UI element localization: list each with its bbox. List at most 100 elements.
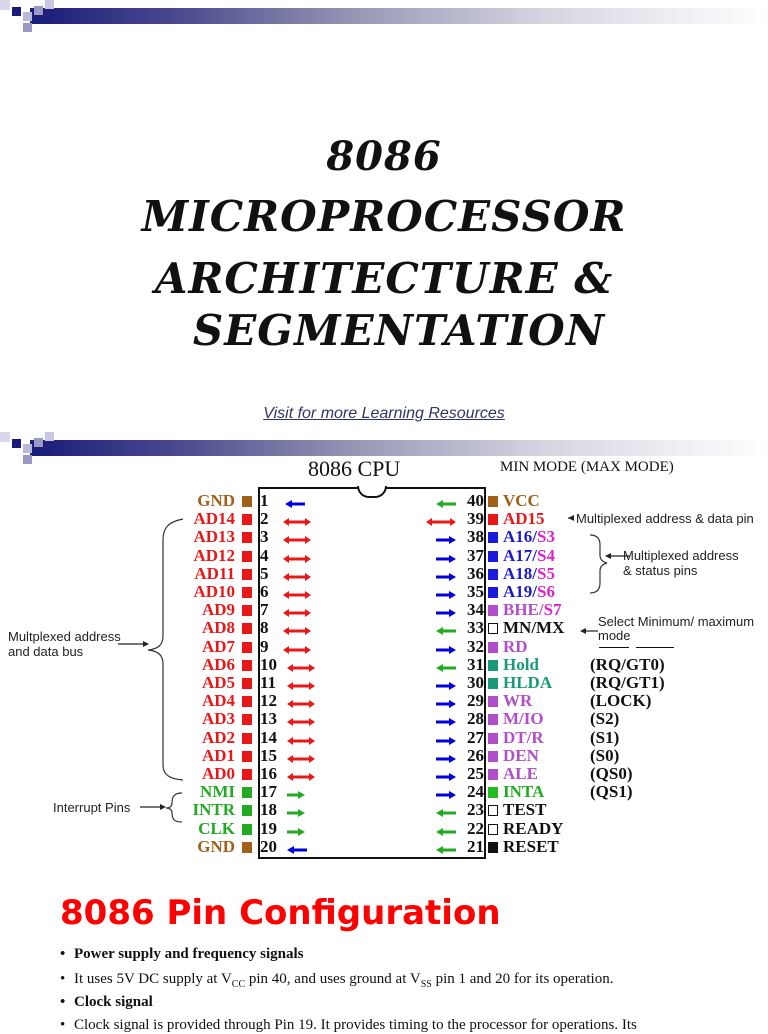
bidirectional-arrow-icon [287, 733, 315, 745]
decor-square [23, 23, 32, 32]
pin-number: 27 [467, 727, 484, 747]
max-mode-alt-name: (S2) [590, 709, 620, 729]
mode-label: MIN MODE (MAX MODE) [500, 459, 674, 475]
pin-number: 5 [260, 563, 269, 583]
pin-number: 22 [467, 818, 484, 838]
overline-rq [599, 647, 629, 648]
pin-number: 16 [260, 764, 277, 783]
pin-name: AD3 [201, 709, 235, 729]
pin-pad [488, 568, 498, 580]
note-bus-1: Multplexed address [8, 629, 121, 644]
pin-pad [488, 496, 498, 507]
bidirectional-arrow-icon [283, 569, 311, 581]
arrow-left-icon [436, 551, 456, 563]
pin-pad [242, 623, 252, 635]
arrow-left-icon [436, 678, 456, 690]
pin-number: 6 [260, 582, 269, 601]
decor-square [12, 439, 21, 448]
arrow-left-icon [436, 605, 456, 618]
pin-pad [488, 823, 498, 835]
pin-name: A17/S4 [503, 545, 555, 565]
chip-body [258, 487, 486, 859]
pin-name: GND [197, 836, 235, 856]
pin-name: ALE [503, 764, 538, 783]
pin-pad [242, 696, 252, 708]
pin-number: 30 [467, 673, 484, 692]
learning-resources-link[interactable]: Visit for more Learning Resources [0, 405, 768, 423]
pin-name: AD7 [201, 636, 235, 656]
note-status-2: & status pins [623, 563, 698, 578]
pin-number: 40 [467, 491, 484, 510]
title-line-3: ARCHITECTURE & [154, 254, 614, 303]
gradient-bar [30, 440, 768, 456]
arrow-left-icon [436, 769, 456, 781]
pin-pad [242, 641, 252, 653]
note-mnmx-1: Select Minimum/ maximum [598, 614, 755, 629]
bidirectional-arrow-icon [287, 714, 315, 727]
decor-square [34, 6, 43, 15]
bullet-vcc: •It uses 5V DC supply at VCC pin 40, and… [60, 971, 614, 990]
pin-pad [242, 496, 252, 507]
arrow-left-icon [436, 569, 456, 581]
pin-pad [488, 678, 498, 689]
pin-pad [488, 769, 498, 780]
pin-name: AD14 [193, 509, 235, 529]
pin-number: 19 [260, 818, 277, 838]
learning-resources-link-text[interactable]: Visit for more Learning Resources [263, 405, 505, 422]
pin-number: 25 [467, 764, 484, 783]
pin-name: AD15 [503, 509, 545, 529]
bidirectional-arrow-icon [283, 532, 311, 545]
pin-number: 2 [260, 509, 269, 529]
arrow-left-icon [436, 805, 456, 818]
pin-number: 37 [467, 545, 484, 565]
note-mnmx-2: mode [598, 628, 631, 643]
decor-square [45, 0, 54, 9]
pin-pad [488, 550, 498, 562]
pin-pad [488, 641, 498, 653]
pin-name: Hold [503, 654, 539, 674]
arrow-left-icon [287, 842, 307, 854]
pin-number: 13 [260, 709, 277, 729]
bullet-power-supply: •Power supply and frequency signals [60, 946, 304, 962]
pin-name: AD10 [193, 582, 235, 601]
bidirectional-arrow-icon [283, 623, 311, 636]
pin-pad [242, 568, 252, 580]
pin-name: AD1 [201, 745, 235, 765]
pin-number: 4 [260, 545, 269, 565]
pin-name: INTA [503, 782, 545, 802]
pin-pad [242, 787, 252, 799]
pin-name: AD2 [201, 727, 235, 747]
slide-header-decoration [0, 0, 768, 40]
pin-pad [242, 678, 252, 689]
pin-number: 14 [260, 727, 277, 747]
bidirectional-arrow-icon [426, 514, 456, 527]
pin-name: HLDA [503, 673, 553, 692]
pin-name: RESET [503, 836, 559, 856]
max-mode-alt-name: (S0) [590, 745, 620, 765]
pin-number: 15 [260, 745, 277, 765]
section-heading: 8086 Pin Configuration [60, 893, 501, 933]
bullet-clock-desc: •Clock signal is provided through Pin 19… [60, 1017, 637, 1033]
pin-number: 7 [260, 600, 269, 620]
chip-label: 8086 CPU [308, 456, 401, 481]
decor-square [34, 438, 43, 447]
bidirectional-arrow-icon [287, 696, 315, 709]
pin-name: A18/S5 [503, 563, 555, 583]
arrow-left-icon [285, 496, 305, 508]
pin-pad [242, 714, 252, 726]
pin-pad [242, 532, 252, 544]
bidirectional-arrow-icon [283, 514, 311, 527]
max-mode-alt-name: (QS0) [590, 764, 633, 783]
pin-number: 11 [260, 673, 277, 692]
pin-name: AD8 [201, 618, 235, 638]
slide-header-decoration [0, 432, 768, 472]
pin-number: 24 [467, 782, 484, 802]
arrow-left-icon [436, 496, 456, 508]
arrow-left-icon [436, 642, 456, 654]
pin-pad [242, 550, 252, 562]
pin-number: 8 [260, 618, 269, 638]
arrow-left-icon [436, 787, 456, 800]
pin-number: 3 [260, 527, 269, 547]
pin-name: GND [197, 491, 235, 510]
note-interrupt: Interrupt Pins [53, 800, 131, 815]
